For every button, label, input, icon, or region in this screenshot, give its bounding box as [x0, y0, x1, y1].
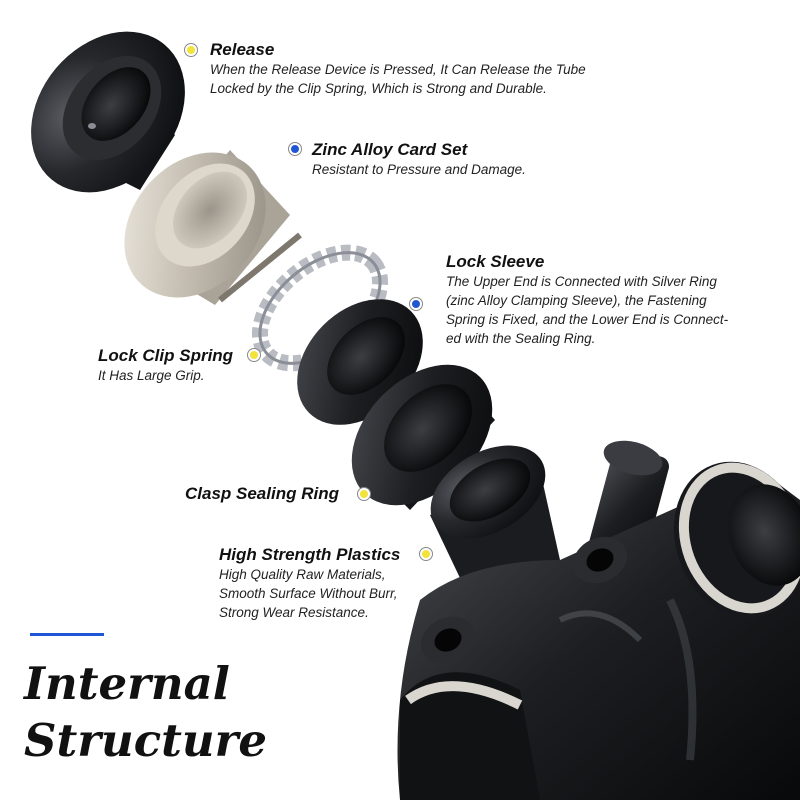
- callout-release: Release When the Release Device is Press…: [210, 40, 660, 98]
- callout-lock-sleeve-line: The Upper End is Connected with Silver R…: [446, 274, 717, 289]
- page-title-line: Structure: [24, 714, 267, 767]
- callout-lock-clip-spring: Lock Clip Spring It Has Large Grip.: [98, 346, 248, 385]
- callout-release-title: Release: [210, 40, 275, 59]
- y-union-body: [397, 440, 800, 800]
- callout-high-strength-title: High Strength Plastics: [219, 545, 401, 564]
- zinc-alloy-card-set: [124, 150, 302, 305]
- callout-release-line: Locked by the Clip Spring, Which is Stro…: [210, 81, 547, 96]
- page-title-line: Internal: [24, 657, 230, 710]
- callout-high-strength-line: Smooth Surface Without Burr,: [219, 586, 398, 601]
- callout-zinc-alloy-line: Resistant to Pressure and Damage.: [312, 162, 526, 177]
- callout-high-strength-line: Strong Wear Resistance.: [219, 605, 369, 620]
- callout-lock-sleeve-line: (zinc Alloy Clamping Sleeve), the Fasten…: [446, 293, 707, 308]
- callout-lock-sleeve: Lock Sleeve The Upper End is Connected w…: [446, 252, 773, 348]
- callout-lock-clip-spring-line: It Has Large Grip.: [98, 368, 205, 383]
- callout-lock-sleeve-line: Spring is Fixed, and the Lower End is Co…: [446, 312, 729, 327]
- heading-accent-rule: [30, 633, 104, 636]
- high-strength-marker-dot: [420, 548, 432, 560]
- callout-lock-sleeve-line: ed with the Sealing Ring.: [446, 331, 596, 346]
- callout-lock-sleeve-title: Lock Sleeve: [446, 252, 545, 271]
- callout-clasp-sealing-ring-title: Clasp Sealing Ring: [185, 484, 339, 503]
- release-marker-dot: [185, 44, 197, 56]
- release-cap: [31, 31, 185, 193]
- page-title: Internal Structure: [24, 655, 267, 769]
- callout-clasp-sealing-ring: Clasp Sealing Ring: [185, 484, 360, 504]
- callout-zinc-alloy-title: Zinc Alloy Card Set: [312, 140, 468, 159]
- callout-lock-clip-spring-title: Lock Clip Spring: [98, 346, 234, 365]
- lock-sleeve-marker-dot: [410, 298, 422, 310]
- clasp-sealing-marker-dot: [358, 488, 370, 500]
- callout-high-strength-plastics: High Strength Plastics High Quality Raw …: [219, 545, 429, 622]
- callout-zinc-alloy-card-set: Zinc Alloy Card Set Resistant to Pressur…: [312, 140, 612, 179]
- callout-high-strength-line: High Quality Raw Materials,: [219, 567, 386, 582]
- zinc-alloy-marker-dot: [289, 143, 301, 155]
- lock-clip-spring-marker-dot: [248, 349, 260, 361]
- callout-release-line: When the Release Device is Pressed, It C…: [210, 62, 586, 77]
